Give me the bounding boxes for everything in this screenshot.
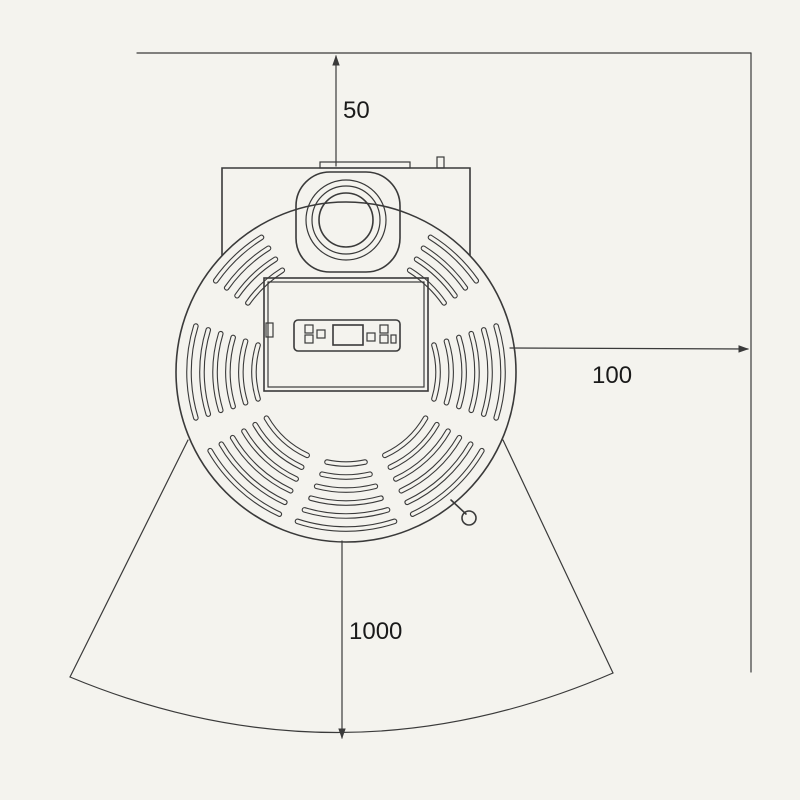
vent-slot [420, 245, 469, 291]
vent-slot [387, 421, 440, 470]
vent-slot [245, 267, 286, 306]
top-clearance-label: 50 [343, 97, 370, 124]
vent-slot [251, 342, 261, 402]
side-dimension-arrow [509, 345, 750, 353]
vent-slot [234, 256, 279, 299]
vent-slot [186, 323, 199, 421]
vent-slot [319, 471, 373, 480]
stove-round-body [175, 201, 517, 543]
vent-slot [223, 245, 272, 291]
vent-slot [252, 421, 305, 470]
vent-slot [263, 415, 310, 459]
vent-slot [443, 338, 454, 406]
vent-slot [225, 334, 236, 410]
vent-slot [493, 323, 506, 421]
rear-knob [436, 156, 445, 169]
clearance-lines [69, 52, 752, 734]
vent-slot [199, 327, 212, 417]
vent-slot [431, 342, 441, 402]
top-plate [263, 277, 429, 392]
vent-slot [409, 447, 485, 517]
front-clearance-label: 1000 [349, 618, 402, 645]
vent-slot [382, 415, 429, 459]
vent-slot [229, 434, 294, 494]
panel-button [316, 329, 326, 339]
flue-ring-outer [305, 179, 387, 261]
display-panel [293, 319, 401, 352]
vent-slot [468, 330, 480, 414]
vent-slot [212, 234, 265, 284]
front-sector-left-edge [69, 439, 189, 678]
vent-slot [413, 256, 458, 299]
dimension-lines [332, 54, 750, 740]
display-screen [332, 324, 364, 346]
vent-slot [308, 495, 384, 506]
stove-body [175, 156, 517, 543]
flue-outlet [295, 171, 401, 273]
flue-pipe [318, 192, 374, 248]
side-handle [450, 499, 477, 526]
handle-knob [461, 510, 477, 526]
vent-slot [294, 518, 398, 532]
side-clearance-label: 100 [592, 362, 632, 389]
front-sector-right-edge [502, 439, 614, 674]
flue-ring-inner [311, 185, 381, 255]
vent-slot [218, 441, 288, 506]
control-panel [263, 277, 429, 392]
ventilation-slots [186, 234, 506, 532]
handle-rod [450, 499, 467, 515]
vent-slot [404, 441, 474, 506]
vent-slot [313, 483, 379, 493]
vent-slot [207, 447, 283, 517]
vent-slot [238, 338, 249, 406]
panel-button [304, 324, 314, 334]
panel-button [379, 334, 389, 344]
top-plate-inner [267, 281, 425, 388]
vent-slot [427, 234, 480, 284]
vent-slot [456, 334, 467, 410]
panel-button [304, 334, 314, 344]
vent-slot [393, 428, 451, 482]
vent-slot [301, 507, 391, 519]
panel-button [379, 324, 389, 334]
vent-slot [324, 459, 368, 467]
flue-housing [295, 171, 401, 273]
panel-button [366, 332, 376, 342]
vent-slot [212, 330, 224, 414]
panel-indicator [390, 334, 397, 344]
plate-latch [265, 322, 274, 338]
vent-slot [406, 267, 447, 306]
vent-slot [398, 434, 463, 494]
vent-slot [241, 428, 299, 482]
flue-collar [319, 161, 411, 169]
vent-slot [480, 327, 493, 417]
